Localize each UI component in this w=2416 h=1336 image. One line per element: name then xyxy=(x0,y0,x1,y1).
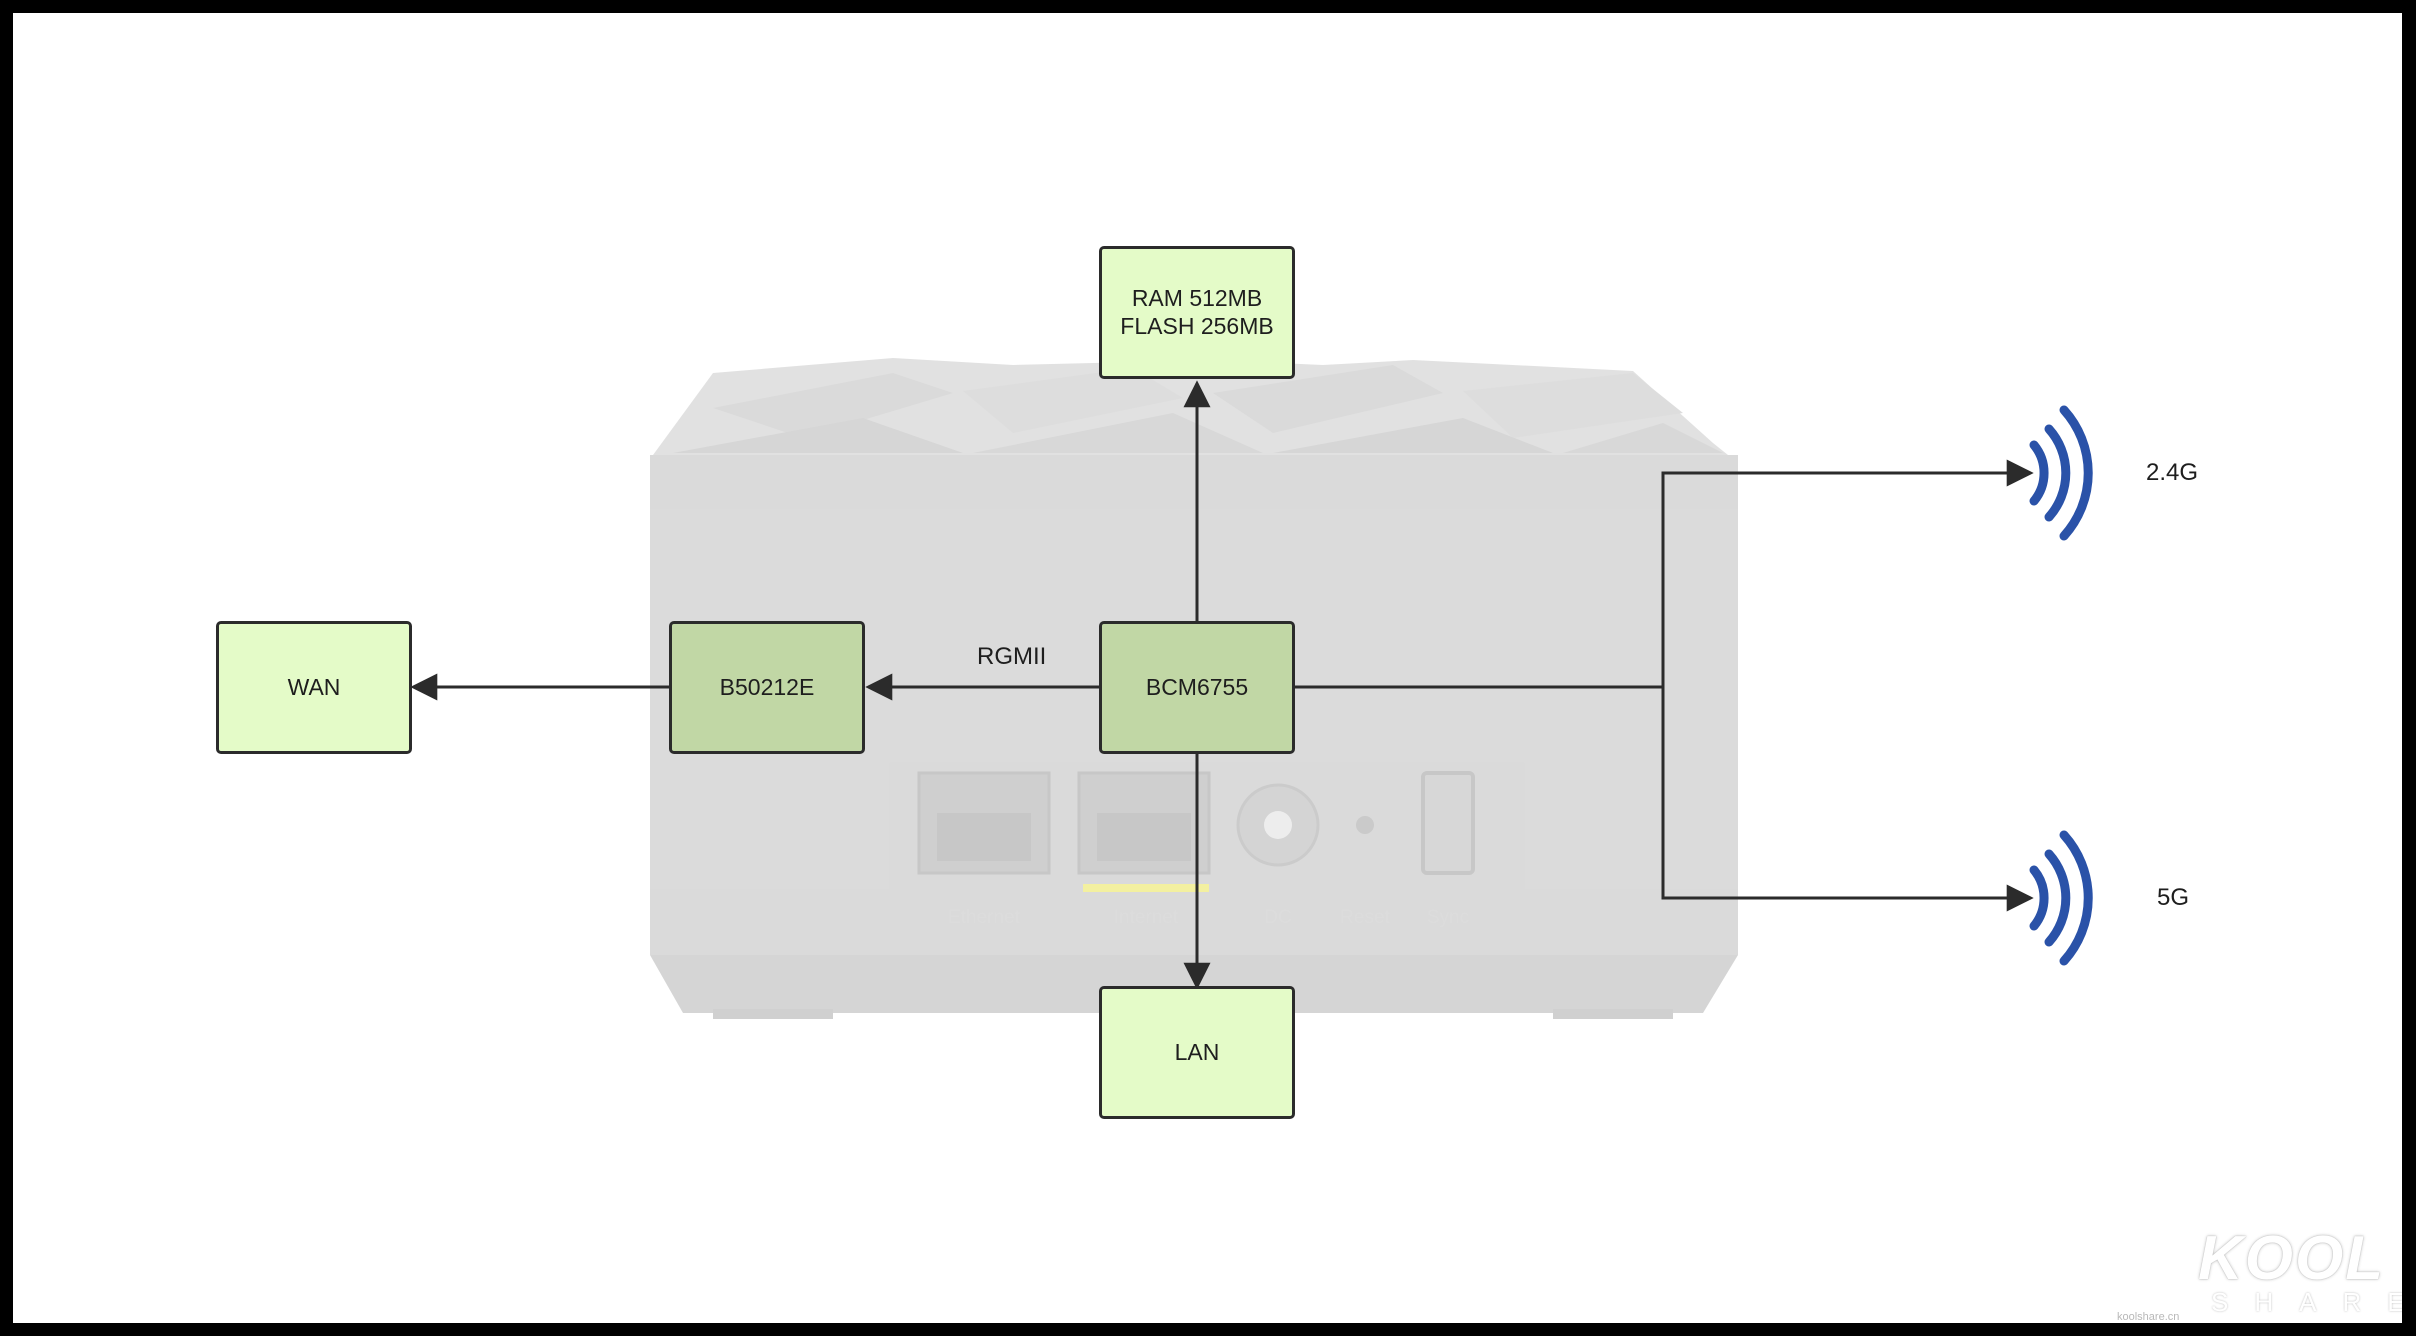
node-wan-label: WAN xyxy=(287,673,341,700)
node-lan-label: LAN xyxy=(1174,1038,1220,1065)
node-ram-flash-label: RAM 512MB FLASH 256MB xyxy=(1120,284,1274,339)
port-label-reset: Reset xyxy=(1340,907,1390,928)
band-label-2g: 2.4G xyxy=(2146,459,2199,486)
edge-to-2g xyxy=(1661,459,2034,687)
watermark-logo-sub: SHARE xyxy=(2211,1287,2402,1317)
port-label-ethernet: Ethernet xyxy=(948,907,1021,928)
wifi-icon-5g xyxy=(2029,830,2093,966)
connector-layer xyxy=(410,380,2093,990)
node-bcm6755-label: BCM6755 xyxy=(1145,673,1249,700)
port-label-dc: DC xyxy=(1264,907,1291,928)
port-label-internet: Internet xyxy=(1114,907,1179,928)
node-lan: LAN xyxy=(1099,986,1295,1119)
edge-label-rgmii: RGMII xyxy=(977,643,1047,670)
wifi-icon-2g xyxy=(2029,405,2093,541)
diagram-canvas: Ethernet Internet DC Reset Sync xyxy=(13,13,2402,1323)
node-b50212e-label: B50212E xyxy=(719,673,815,700)
port-label-sync: Sync xyxy=(1427,907,1469,928)
watermark-url: koolshare.cn xyxy=(2117,1311,2180,1323)
node-b50212e: B50212E xyxy=(669,621,865,754)
edge-to-5g xyxy=(1661,687,2034,912)
node-ram-flash: RAM 512MB FLASH 256MB xyxy=(1099,246,1295,379)
node-bcm6755: BCM6755 xyxy=(1099,621,1295,754)
watermark-logo: KOOL xyxy=(2198,1224,2386,1293)
band-label-5g: 5G xyxy=(2157,884,2190,911)
node-wan: WAN xyxy=(216,621,412,754)
